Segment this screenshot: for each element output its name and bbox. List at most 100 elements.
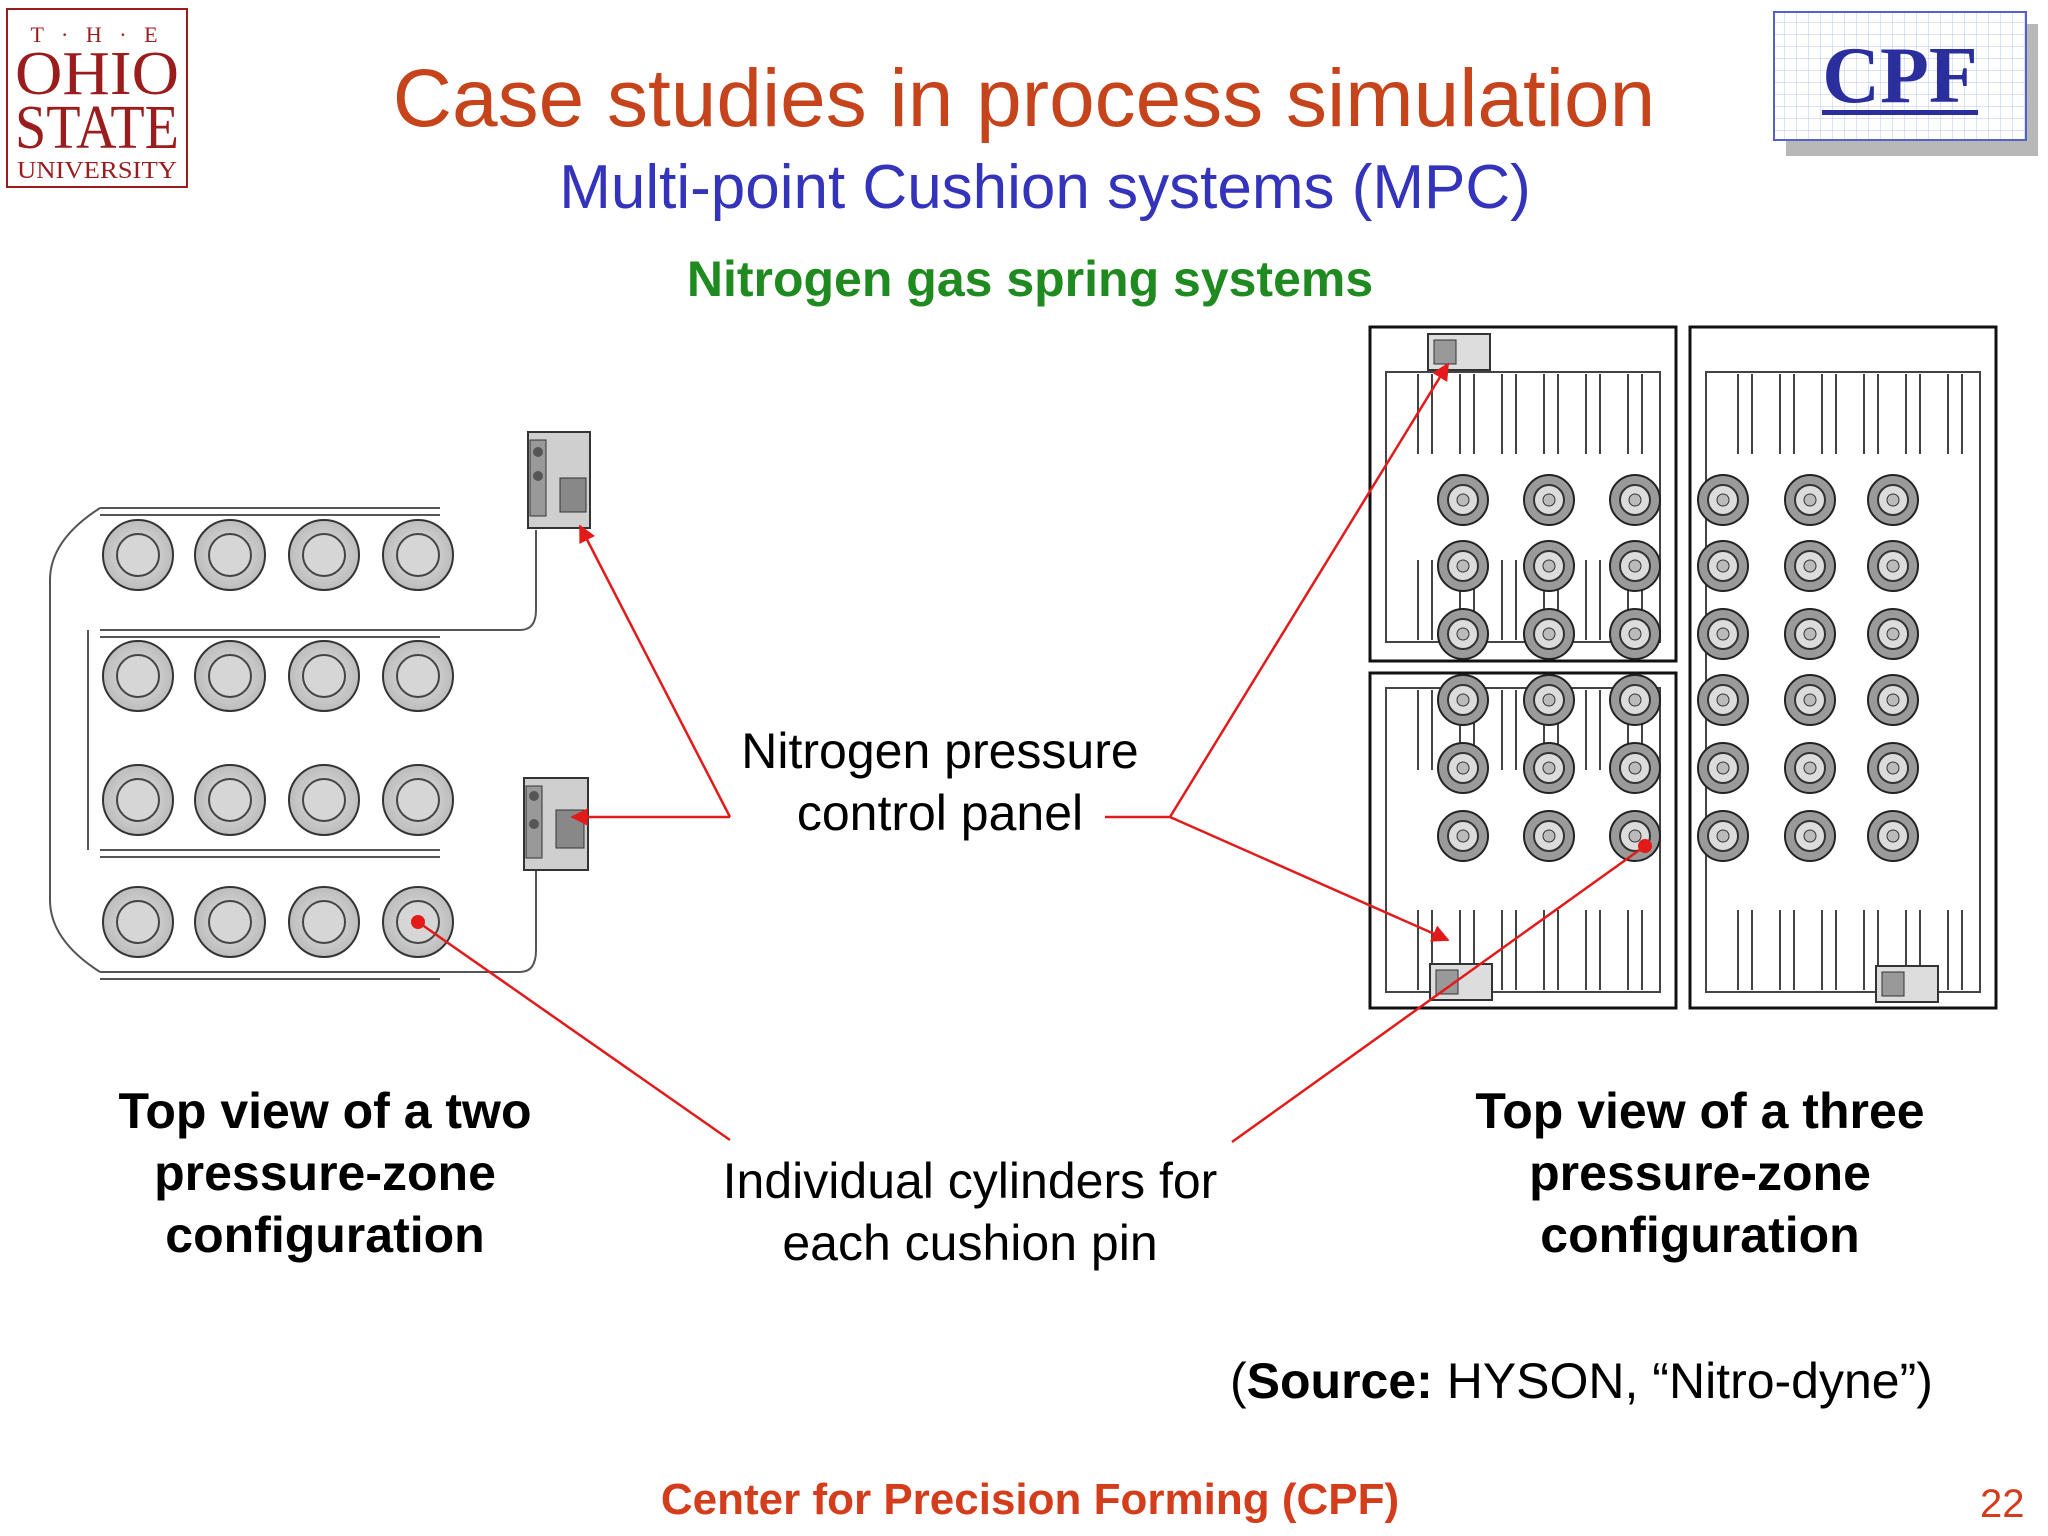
- frame-slot: [1821, 910, 1837, 990]
- cylinder-core: [116, 900, 160, 944]
- cylinder-core: [208, 654, 252, 698]
- cylinder-center: [1716, 693, 1730, 707]
- cylinder-core: [302, 654, 346, 698]
- frame-slot: [1543, 910, 1559, 990]
- cylinder-center: [1456, 693, 1470, 707]
- frame-slot: [1585, 560, 1601, 640]
- source-open-paren: (: [1230, 1353, 1247, 1409]
- cpf-logo: CPF: [1773, 11, 2038, 156]
- cylinder-center: [1628, 493, 1642, 507]
- cylinder-core: [208, 900, 252, 944]
- cylinder-core: [396, 654, 440, 698]
- section-heading: Nitrogen gas spring systems: [686, 251, 1374, 307]
- right-control-panel-bottom-right: [1875, 965, 1939, 1003]
- source-bold-label: Source:: [1246, 1353, 1433, 1409]
- frame-slot: [1779, 910, 1795, 990]
- cylinder-center: [1803, 761, 1817, 775]
- cylinder-center: [1542, 829, 1556, 843]
- callout-arrows: [417, 362, 1646, 1144]
- right-caption: Top view of a three pressure-zone config…: [1430, 1080, 1970, 1266]
- cylinder-center: [1803, 693, 1817, 707]
- cylinder-center: [1456, 829, 1470, 843]
- frame-slot: [1905, 374, 1921, 454]
- cylinder-center: [1542, 693, 1556, 707]
- left-control-panel-lower: [523, 777, 589, 871]
- footer-text: Center for Precision Forming (CPF): [660, 1475, 1400, 1524]
- frame-slot: [1543, 374, 1559, 454]
- control-panel-label: Nitrogen pressure control panel: [700, 720, 1180, 844]
- left-caption-line3: configuration: [165, 1207, 485, 1263]
- frame-slot: [1501, 560, 1517, 640]
- left-caption: Top view of a two pressure-zone configur…: [60, 1080, 590, 1266]
- cylinder-center: [1628, 761, 1642, 775]
- source-citation: (Source: HYSON, “Nitro-dyne”): [1230, 1352, 1933, 1410]
- right-cylinder-grid: [1437, 474, 1919, 862]
- cylinder-center: [1803, 493, 1817, 507]
- left-caption-line2: pressure-zone: [154, 1145, 496, 1201]
- cylinder-center: [1628, 693, 1642, 707]
- arrow-to-left-cylinder: [417, 920, 731, 1142]
- left-caption-line1: Top view of a two: [118, 1083, 532, 1139]
- cylinder-core: [302, 900, 346, 944]
- cylinder-core: [208, 533, 252, 577]
- osu-ohio-text: OHIO: [15, 40, 179, 108]
- frame-slot: [1779, 374, 1795, 454]
- arrow-to-right-cylinder: [1231, 844, 1646, 1144]
- slide-subtitle: Multi-point Cushion systems (MPC): [559, 153, 1531, 222]
- control-panel-label-line2: control panel: [796, 785, 1084, 841]
- cylinder-core: [396, 533, 440, 577]
- cylinder-core: [396, 778, 440, 822]
- cylinder-center: [1456, 559, 1470, 573]
- cylinder-center: [1542, 493, 1556, 507]
- frame-slot: [1737, 910, 1753, 990]
- cylinder-center: [1886, 627, 1900, 641]
- cylinder-core: [116, 778, 160, 822]
- cylinder-center: [1886, 693, 1900, 707]
- frame-slot: [1501, 374, 1517, 454]
- left-control-panel-upper: [527, 431, 591, 529]
- right-caption-line1: Top view of a three: [1475, 1083, 1925, 1139]
- cylinder-core: [302, 778, 346, 822]
- frame-slot: [1947, 910, 1963, 990]
- frame-slot: [1417, 560, 1433, 640]
- cylinder-center: [1803, 627, 1817, 641]
- cylinder-center: [1716, 559, 1730, 573]
- control-panel-label-line1: Nitrogen pressure: [741, 723, 1139, 779]
- cylinder-center: [1716, 627, 1730, 641]
- cpf-logo-text: CPF: [1822, 32, 1978, 120]
- frame-slot: [1627, 374, 1643, 454]
- gas-line: [49, 507, 101, 973]
- cylinder-center: [1628, 829, 1642, 843]
- page-number: 22: [1980, 1482, 2025, 1526]
- frame-slot: [1821, 374, 1837, 454]
- cylinder-center: [1886, 829, 1900, 843]
- cylinders-label-line1: Individual cylinders for: [722, 1153, 1218, 1209]
- ohio-state-logo: T · H · E OHIO STATE UNIVERSITY: [6, 8, 188, 188]
- frame-slot: [1947, 374, 1963, 454]
- frame-slot: [1459, 374, 1475, 454]
- cylinder-center: [1456, 493, 1470, 507]
- cylinder-center: [1716, 829, 1730, 843]
- cylinder-center: [1716, 493, 1730, 507]
- cylinder-center: [1542, 627, 1556, 641]
- cylinder-center: [1628, 627, 1642, 641]
- frame-slot: [1627, 910, 1643, 990]
- frame-slot: [1737, 374, 1753, 454]
- cylinder-center: [1542, 559, 1556, 573]
- osu-university-text: UNIVERSITY: [17, 158, 177, 184]
- osu-the-text: T · H · E: [30, 22, 163, 47]
- cylinder-center: [1628, 559, 1642, 573]
- arrow-to-right-bottom-panel: [1169, 815, 1450, 942]
- frame-slot: [1585, 690, 1601, 770]
- cylinder-center: [1886, 493, 1900, 507]
- osu-state-text: STATE: [15, 94, 179, 162]
- two-zone-configuration-drawing: [49, 431, 591, 980]
- source-text: HYSON, “Nitro-dyne”): [1432, 1353, 1933, 1409]
- left-cylinder-grid: [102, 519, 454, 958]
- right-caption-line2: pressure-zone: [1529, 1145, 1871, 1201]
- left-gas-lines: [49, 507, 537, 980]
- cylinder-center: [1886, 761, 1900, 775]
- frame-slot: [1501, 690, 1517, 770]
- cylinder-center: [1542, 761, 1556, 775]
- gas-line: [440, 870, 537, 973]
